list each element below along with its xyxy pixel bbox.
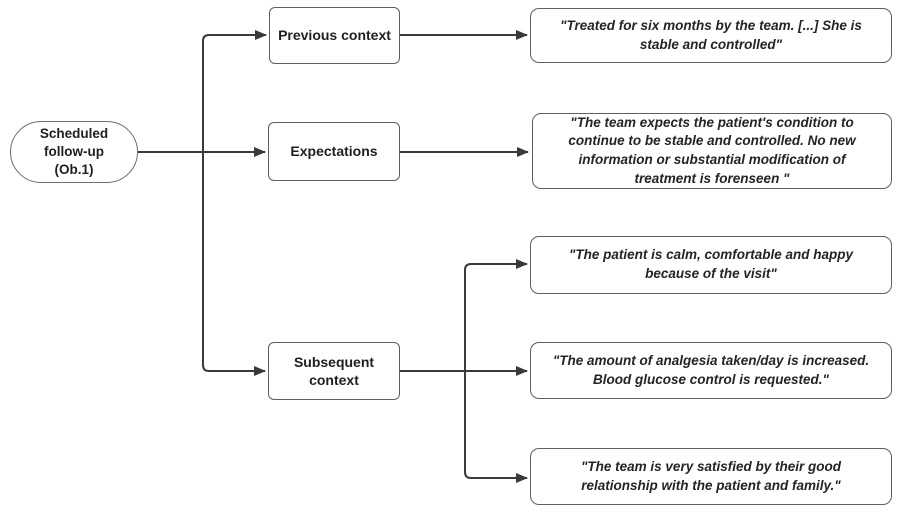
node-scheduled-follow-up-label: Scheduled follow-up (Ob.1) [39,125,109,178]
quote-text: "The team expects the patient's conditio… [568,114,856,186]
quote-text: "The patient is calm, comfortable and ha… [569,247,853,281]
node-expectations: Expectations [268,122,400,181]
node-quote-subsequent-3: "The team is very satisfied by their goo… [530,448,892,505]
node-subsequent-context-label: Subsequent context [293,353,375,388]
node-quote-subsequent-1: "The patient is calm, comfortable and ha… [530,236,892,294]
edge-to-subsequent-context [202,152,266,376]
edge-subsequent-to-quote3 [464,259,528,371]
node-scheduled-follow-up: Scheduled follow-up (Ob.1) [10,121,138,183]
node-previous-context-label: Previous context [278,27,391,44]
node-quote-previous-context: "Treated for six months by the team. [..… [530,8,892,63]
node-quote-expectations: "The team expects the patient's conditio… [532,113,892,189]
node-subsequent-context: Subsequent context [268,342,400,400]
node-quote-subsequent-2: "The amount of analgesia taken/day is in… [530,342,892,399]
node-previous-context: Previous context [269,7,400,64]
quote-text: "Treated for six months by the team. [..… [560,17,862,52]
node-expectations-label: Expectations [290,143,378,160]
edge-subsequent-to-quote5 [464,371,528,483]
edge-to-previous-context [202,30,267,152]
quote-text: "The team is very satisfied by their goo… [581,458,841,493]
quote-text: "The amount of analgesia taken/day is in… [552,352,870,387]
